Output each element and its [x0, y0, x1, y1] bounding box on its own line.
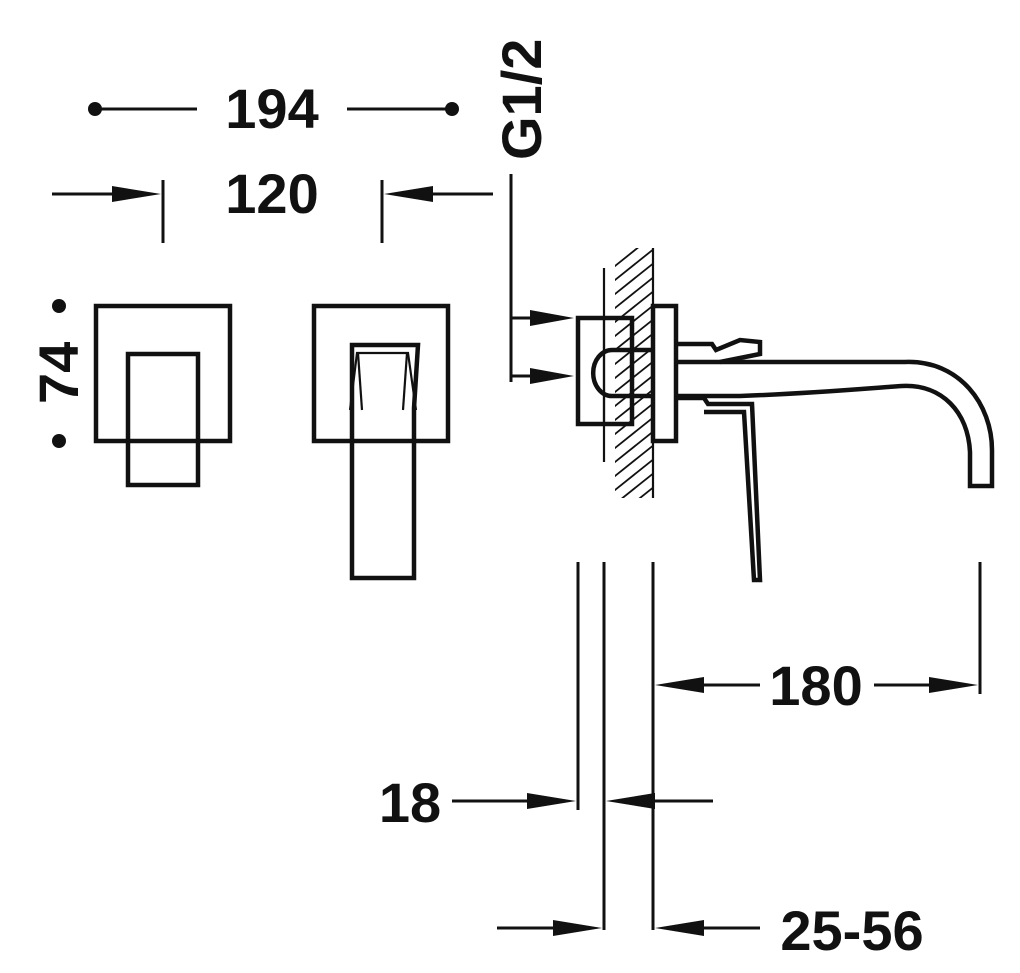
dimension-label-180: 180	[769, 654, 862, 717]
dimension-width-total: 194	[88, 77, 459, 140]
dimension-label-25-56: 25-56	[780, 899, 923, 962]
lever-handle	[678, 395, 763, 583]
arrow-left-icon	[655, 677, 704, 693]
dimension-label-74: 74	[27, 342, 90, 404]
thread-label: G1/2	[490, 39, 553, 160]
front-view-lever-plate	[311, 303, 451, 581]
plate-outline	[93, 303, 233, 444]
spout-profile	[678, 359, 995, 489]
arrow-right-icon	[112, 186, 161, 202]
arrow-right-icon	[553, 920, 602, 936]
arrow-right-icon	[530, 310, 574, 326]
arrow-left-icon	[606, 793, 655, 809]
arrow-left-icon	[655, 920, 704, 936]
dimension-plate-thickness: 18	[379, 771, 713, 834]
dimension-height: 74	[27, 299, 90, 448]
lever-top	[678, 337, 763, 365]
thread-leader	[509, 174, 574, 384]
reference-lines	[576, 562, 982, 930]
dimension-spout-length: 180	[655, 654, 978, 717]
lever-bevel-line	[401, 352, 409, 411]
front-view-spout-plate	[93, 303, 233, 488]
arrow-right-icon	[527, 793, 576, 809]
wall-plate	[650, 303, 679, 444]
dimension-dot-right	[445, 102, 459, 116]
dimension-spacing: 120	[52, 162, 493, 243]
dimension-wall-depth: 25-56	[497, 899, 924, 962]
side-view-faucet	[575, 303, 995, 583]
dimension-label-120: 120	[225, 162, 318, 225]
lever-outline	[349, 342, 421, 581]
dimension-dot-bottom	[52, 434, 66, 448]
arrow-right-icon	[530, 368, 574, 384]
dimension-dot-top	[52, 299, 66, 313]
dimension-label-18: 18	[379, 771, 441, 834]
dimension-label-194: 194	[225, 77, 318, 140]
arrow-left-icon	[384, 186, 433, 202]
arrow-right-icon	[929, 677, 978, 693]
lever-bevel	[348, 351, 418, 411]
spout-outline	[125, 351, 201, 488]
lever-bevel-line	[356, 352, 364, 411]
spout-connector	[590, 347, 652, 399]
plate-outline	[311, 303, 451, 444]
